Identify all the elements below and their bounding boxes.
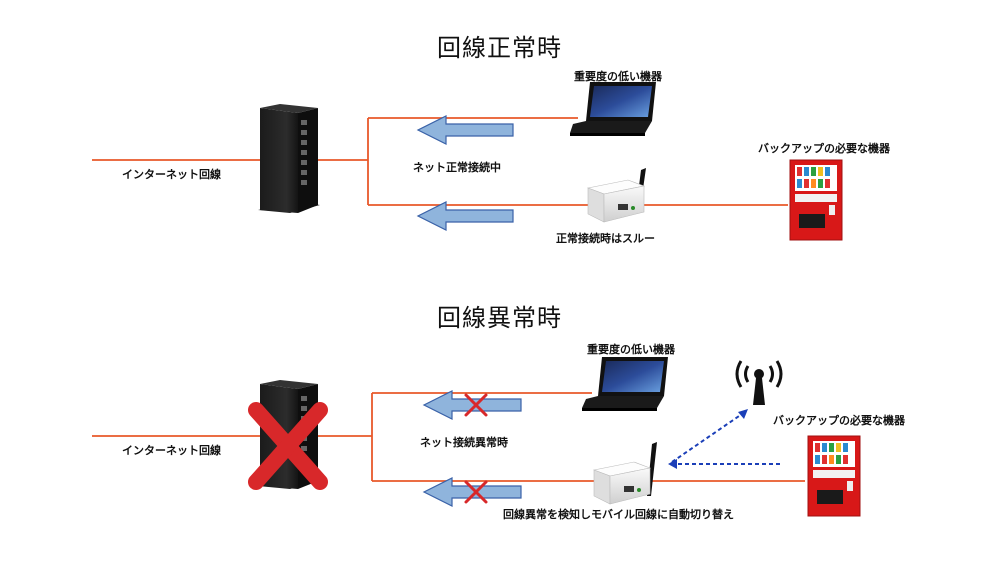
- abnormal-backup-label: バックアップの必要な機器: [773, 414, 905, 427]
- normal-arrow-bottom: [416, 201, 514, 231]
- normal-status-label: ネット正常接続中: [413, 161, 501, 174]
- normal-backup-label: バックアップの必要な機器: [758, 142, 890, 155]
- abnormal-title: 回線異常時: [437, 304, 562, 332]
- normal-router-icon: [258, 104, 320, 213]
- mobile-link-dotted-arrows: [671, 413, 780, 465]
- dotted-arrowhead-up: [738, 409, 748, 419]
- router-failure-cross-icon: [248, 402, 328, 490]
- abnormal-laptop-label: 重要度の低い機器: [587, 343, 675, 356]
- normal-switch-icon: [586, 168, 646, 223]
- normal-lines: [92, 117, 788, 206]
- abnormal-lines: [92, 392, 805, 482]
- normal-switch-label: 正常接続時はスルー: [556, 232, 655, 245]
- abnormal-internet-label: インターネット回線: [122, 444, 221, 457]
- abnormal-status-label: ネット接続異常時: [420, 436, 508, 449]
- abnormal-arrow-bottom: [422, 477, 522, 507]
- dotted-arrowhead-left: [668, 459, 677, 469]
- normal-arrow-top: [416, 115, 514, 145]
- normal-laptop-label: 重要度の低い機器: [574, 70, 662, 83]
- normal-vending-machine-icon: [789, 159, 843, 241]
- arrow-blocked-cross-icon: [464, 393, 488, 504]
- abnormal-section: [92, 357, 861, 517]
- abnormal-arrow-top: [422, 390, 522, 420]
- abnormal-vending-machine-icon: [807, 435, 861, 517]
- abnormal-switch-icon: [592, 442, 657, 505]
- abnormal-switch-label: 回線異常を検知しモバイル回線に自動切り替え: [503, 508, 734, 521]
- normal-section: [92, 82, 843, 241]
- normal-internet-label: インターネット回線: [122, 168, 221, 181]
- normal-laptop-icon: [570, 82, 656, 136]
- abnormal-laptop-icon: [582, 357, 668, 411]
- normal-title: 回線正常時: [437, 34, 562, 62]
- mobile-antenna-icon: [735, 360, 783, 405]
